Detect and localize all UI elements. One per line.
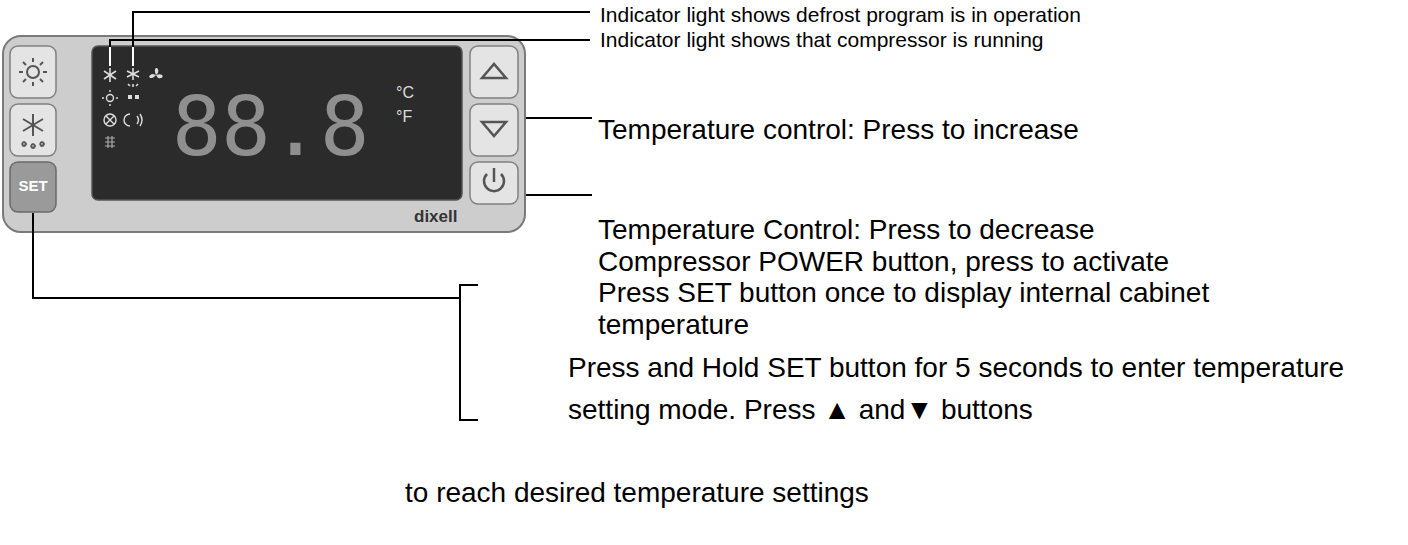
unit-indicator: °F — [396, 108, 412, 126]
callout-text: Indicator light shows that compressor is… — [600, 28, 1044, 52]
light-indicator — [102, 90, 118, 106]
defrost-icon — [22, 142, 26, 146]
leader-line — [526, 194, 592, 196]
callout-text: Temperature Control: Press to decrease — [598, 214, 1094, 246]
defrost-indicator — [128, 84, 138, 87]
defrost-indicator — [127, 71, 139, 77]
brand-logo: dixell — [414, 207, 457, 227]
light-icon — [27, 66, 39, 78]
fan-indicator — [155, 68, 158, 75]
alarm-indicator — [106, 116, 114, 124]
leader-line — [33, 12, 592, 298]
light-indicator — [102, 90, 118, 106]
callout-text: Temperature control: Press to increase — [598, 114, 1079, 146]
controller-housing — [3, 36, 525, 232]
light-icon — [40, 79, 43, 82]
display-window — [92, 46, 462, 200]
down-arrow-icon — [482, 122, 506, 136]
defrost-icon — [40, 142, 44, 146]
defrost-icon — [31, 144, 35, 148]
fan-indicator — [156, 74, 163, 78]
power-button — [470, 162, 518, 204]
power-icon — [493, 168, 496, 182]
callout-text: Press SET button once to display interna… — [598, 277, 1358, 341]
light-icon — [43, 71, 47, 73]
set-button — [10, 162, 56, 212]
callout-text: Press and Hold SET button for 5 seconds … — [568, 347, 1368, 431]
display-digits: 88.8 — [172, 80, 369, 174]
up-arrow-icon — [482, 64, 506, 78]
status-dots — [135, 95, 139, 99]
light-icon — [19, 58, 47, 86]
energy-indicator — [124, 114, 142, 126]
callout-text: Indicator light shows defrost program is… — [600, 3, 1081, 27]
leader-line — [33, 213, 460, 298]
button-label: SET — [10, 177, 56, 194]
defrost-icon — [23, 119, 43, 131]
light-icon — [32, 82, 34, 86]
unit-indicator: °C — [396, 84, 414, 102]
bracket — [460, 285, 478, 420]
defrost-indicator — [127, 71, 139, 77]
defrost-icon — [23, 119, 43, 131]
light-icon — [23, 62, 26, 65]
service-indicator — [105, 136, 115, 148]
compressor-indicator — [104, 71, 116, 79]
fan-indicator — [149, 68, 162, 78]
leader-line — [526, 117, 592, 119]
light-icon — [32, 58, 34, 62]
fan-indicator — [149, 74, 156, 78]
leader-line — [109, 47, 111, 66]
light-indicator — [107, 95, 114, 102]
alarm-indicator — [104, 114, 116, 126]
callout-text: to reach desired temperature settings — [405, 477, 869, 509]
leader-line — [132, 47, 134, 66]
service-indicator — [105, 136, 115, 148]
compressor-indicator — [104, 71, 116, 79]
down-button — [470, 104, 518, 156]
defrost-icon — [22, 114, 44, 148]
status-dots — [128, 95, 139, 99]
energy-indicator — [137, 114, 142, 126]
leader-line — [110, 40, 590, 66]
light-icon — [40, 62, 43, 65]
alarm-indicator — [104, 114, 116, 126]
energy-indicator — [124, 114, 130, 126]
compressor-indicator — [104, 68, 116, 82]
leader-line — [110, 47, 133, 66]
defrost-button — [10, 104, 56, 156]
up-button — [470, 46, 518, 98]
light-icon — [23, 79, 26, 82]
defrost-indicator — [127, 68, 139, 87]
status-dots — [128, 95, 132, 99]
light-icon — [19, 71, 23, 73]
light-button — [10, 46, 56, 98]
callout-text: Compressor POWER button, press to activa… — [598, 246, 1169, 278]
